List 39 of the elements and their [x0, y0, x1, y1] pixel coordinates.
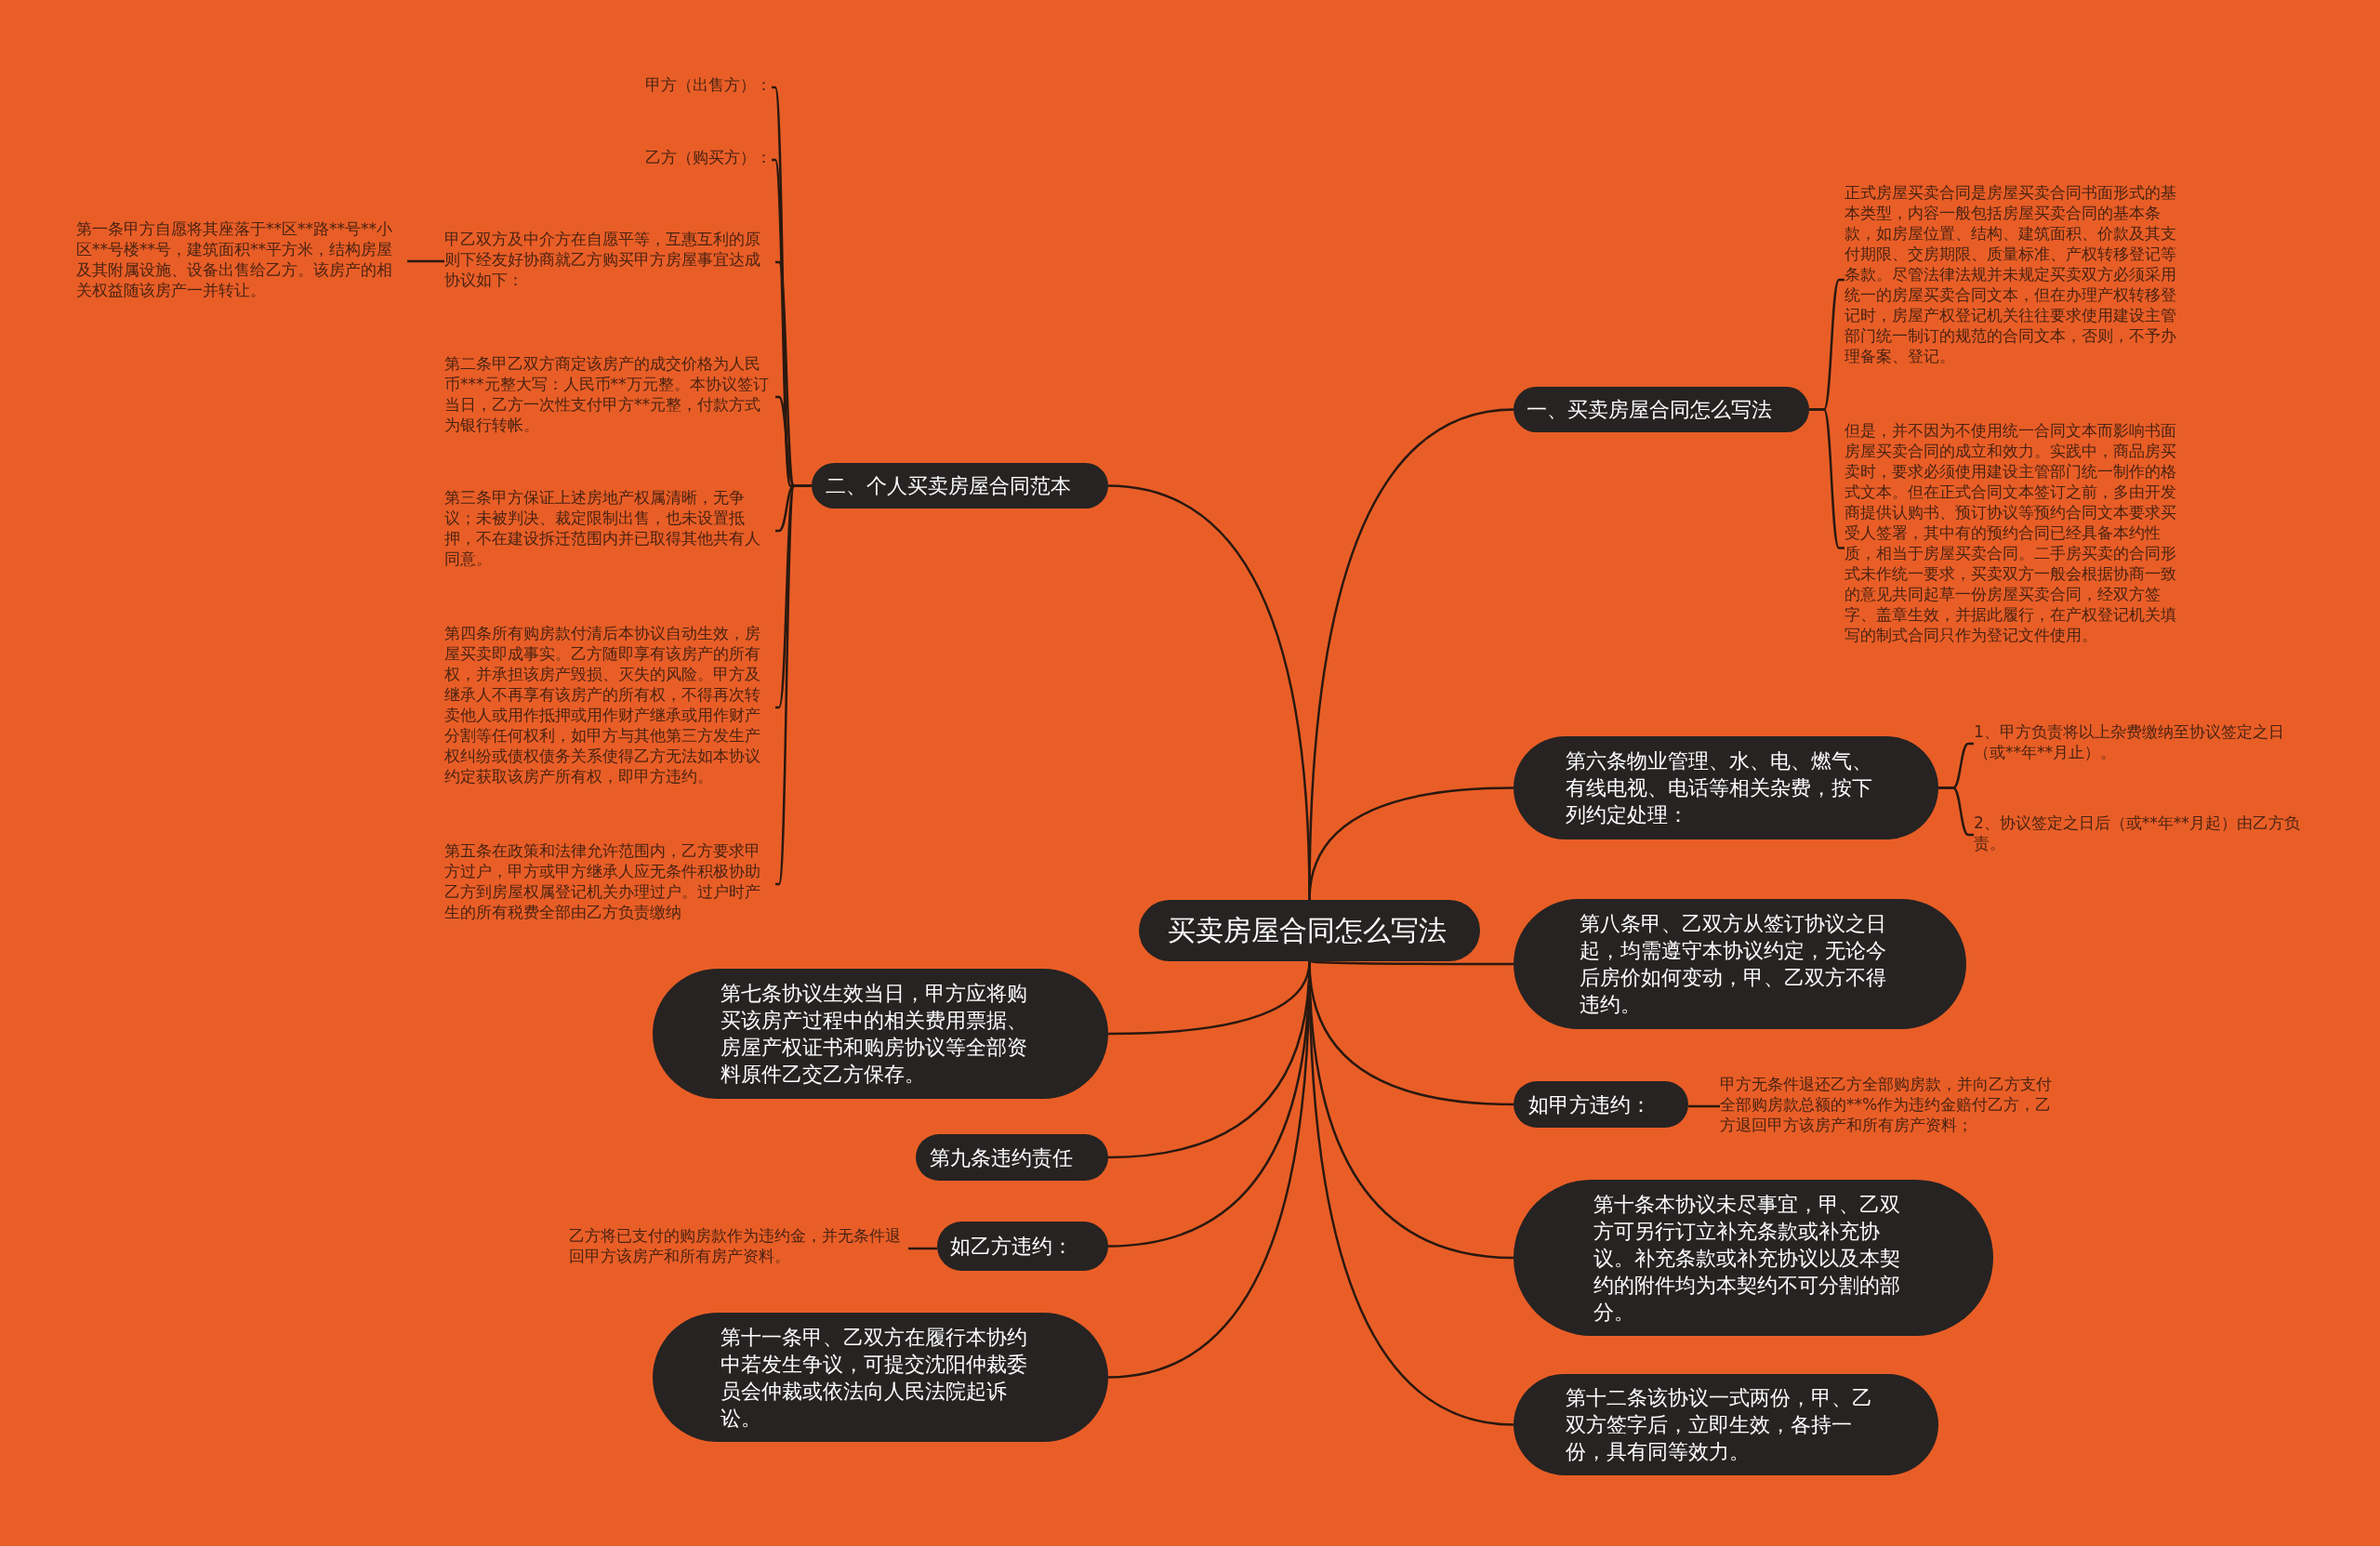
topic-text: 如甲方违约：: [1528, 1091, 1652, 1118]
topic-text: 买卖房屋合同怎么写法: [1168, 913, 1448, 948]
topic-node: [1514, 387, 1809, 432]
connector-line: [1107, 484, 1311, 901]
connector-line: [908, 1247, 937, 1250]
note-text: 第三条甲方保证上述房地产权属清晰，无争议；未被判决、裁定限制出售，也未设置抵押，不在建设拆迁范围内并已取得其他共有人同意。: [444, 487, 775, 575]
connector-line: [1938, 786, 1974, 837]
note-text: 甲方（出售方）：: [576, 74, 772, 100]
connector-line: [774, 484, 812, 886]
connector-line: [1809, 408, 1844, 549]
note-text: 甲方无条件退还乙方全部购房款，并向乙方支付全部购房款总额的**%作为违约金赔付乙方，乙方退回甲方该房产和所有房产资料；: [1720, 1074, 2056, 1139]
topic-text: 第十条本协议未尽事宜，甲、乙双方可另行订立补充条款或补充协议。补充条款或补充协议以及本契约的附件均为本契约不可分割的部分。: [1593, 1191, 1901, 1326]
connector-line: [1309, 959, 1514, 966]
note-text: 乙方将已支付的购房款作为违约金，并无条件退回甲方该房产和所有房产资料。: [569, 1225, 908, 1272]
note-text: 乙方（购买方）：: [576, 147, 772, 173]
topic-node: [812, 463, 1108, 509]
topic-node: [937, 1222, 1108, 1271]
topic-text: 第八条甲、乙双方从签订协议之日起，均需遵守本协议约定，无论今后房价如何变动，甲、乙双方不得违约。: [1580, 911, 1887, 1018]
note-text: 2、协议签定之日后（或**年**月起）由乙方负责。: [1974, 813, 2313, 857]
topic-text: 如乙方违约：: [950, 1234, 1074, 1260]
topic-node: [916, 1134, 1108, 1181]
note-text: 第五条在政策和法律允许范围内，乙方要求甲方过户，甲方或甲方继承人应无条件积极协助乙方到房屋权属登记机关办理过户。过户时产生的所有税费全部由乙方负责缴纳: [444, 840, 775, 928]
topic-text: 第九条违约责任: [929, 1144, 1074, 1171]
topic-text: 二、个人买卖房屋合同范本: [825, 473, 1072, 499]
topic-text: 第十二条该协议一式两份，甲、乙双方签字后，立即生效，各持一份，具有同等效力。: [1566, 1385, 1873, 1465]
note-text: 第二条甲乙双方商定该房产的成交价格为人民币***元整大写：人民币**万元整。本协议签订当日，乙方一次性支付甲方**元整，付款方式为银行转帐。: [444, 353, 775, 441]
note-text: 甲乙双方及中介方在自愿平等，互惠互利的原则下经友好协商就乙方购买甲方房屋事宜达成协议如下：: [444, 229, 775, 296]
topic-text: 第十一条甲、乙双方在履行本协约中若发生争议，可提交沈阳仲裁委员会仲裁或依法向人民法院起诉讼。: [720, 1324, 1028, 1432]
note-text: 第四条所有购房款付清后本协议自动生效，房屋买卖即成事实。乙方随即享有该房产的所有权，并承担该房产毁损、灭失的风险。甲方及继承人不再享有该房产的所有权，不得再次转卖他人或用作抵押或用作财产继承或用作财产分割等任何权利，如甲方与其他第三方发生产权纠纷或债权债务关系使得乙方无法如本协议约定获取该房产所有权，即甲方违约。: [444, 623, 775, 792]
note-text: 但是，并不因为不使用统一合同文本而影响书面房屋买卖合同的成立和效力。实践中，商品房买卖时，要求必须使用建设主管部门统一制作的格式文本。但在正式合同文本签订之前，多由开发商提供认购书、预订协议等预约合同文本要求买受人签署，其中有的预约合同已经具备本约性质，相当于房屋买卖合同。二手房买卖的合同形式未作统一要求，买卖双方一般会根据协商一致的意见共同起草一份房屋买卖合同，经双方签字、盖章生效，并据此履行，在产权登记机关填写的制式合同只作为登记文件使用。: [1844, 420, 2181, 676]
topic-text: 一、买卖房屋合同怎么写法: [1527, 397, 1773, 423]
note-text: 正式房屋买卖合同是房屋买卖合同书面形式的基本类型，内容一般包括房屋买卖合同的基本条款，如房屋位置、结构、建筑面积、价款及其支付期限、交房期限、质量标准、产权转移登记等条款。尽管法律法规并未规定买卖双方必须采用统一的房屋买卖合同文本，但在办理产权转移登记时，房屋产权登记机关往往要求使用建设主管部门统一制订的规范的合同文本，否则，不予办理备案、登记。: [1844, 182, 2181, 377]
connector-line: [1688, 1104, 1720, 1108]
topic-text: 第六条物业管理、水、电、燃气、有线电视、电话等相关杂费，按下列约定处理：: [1566, 748, 1873, 828]
connector-line: [407, 259, 444, 263]
topic-node: [1514, 1081, 1688, 1128]
note-text: 第一条甲方自愿将其座落于**区**路**号**小区**号楼**号，建筑面积**平方米，结构房屋及其附属设施、设备出售给乙方。该房产的相关权益随该房产一并转让。: [76, 218, 407, 304]
topic-text: 第七条协议生效当日，甲方应将购买该房产过程中的相关费用票据、房屋产权证书和购房协议等全部资料原件乙交乙方保存。: [720, 981, 1028, 1088]
note-text: 1、甲方负责将以上杂费缴纳至协议签定之日（或**年**月止）。: [1974, 721, 2313, 766]
